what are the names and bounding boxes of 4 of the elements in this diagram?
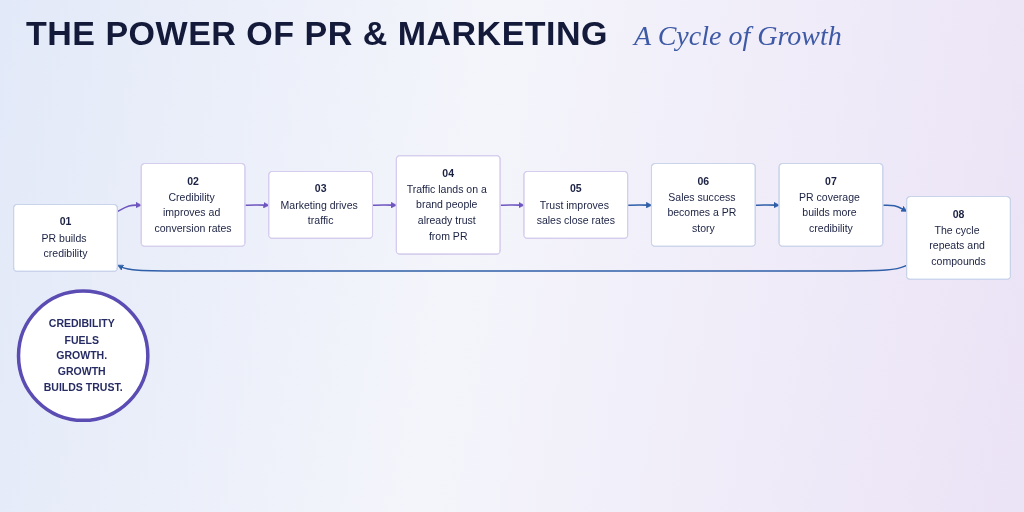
title: THE POWER OF PR & MARKETING [26,14,609,53]
arrow [372,202,397,209]
node-circle: CREDIBILITY FUELS GROWTH. GROWTH BUILDS TRUST. [16,289,150,423]
subtitle: A Cycle of Growth [634,20,842,52]
